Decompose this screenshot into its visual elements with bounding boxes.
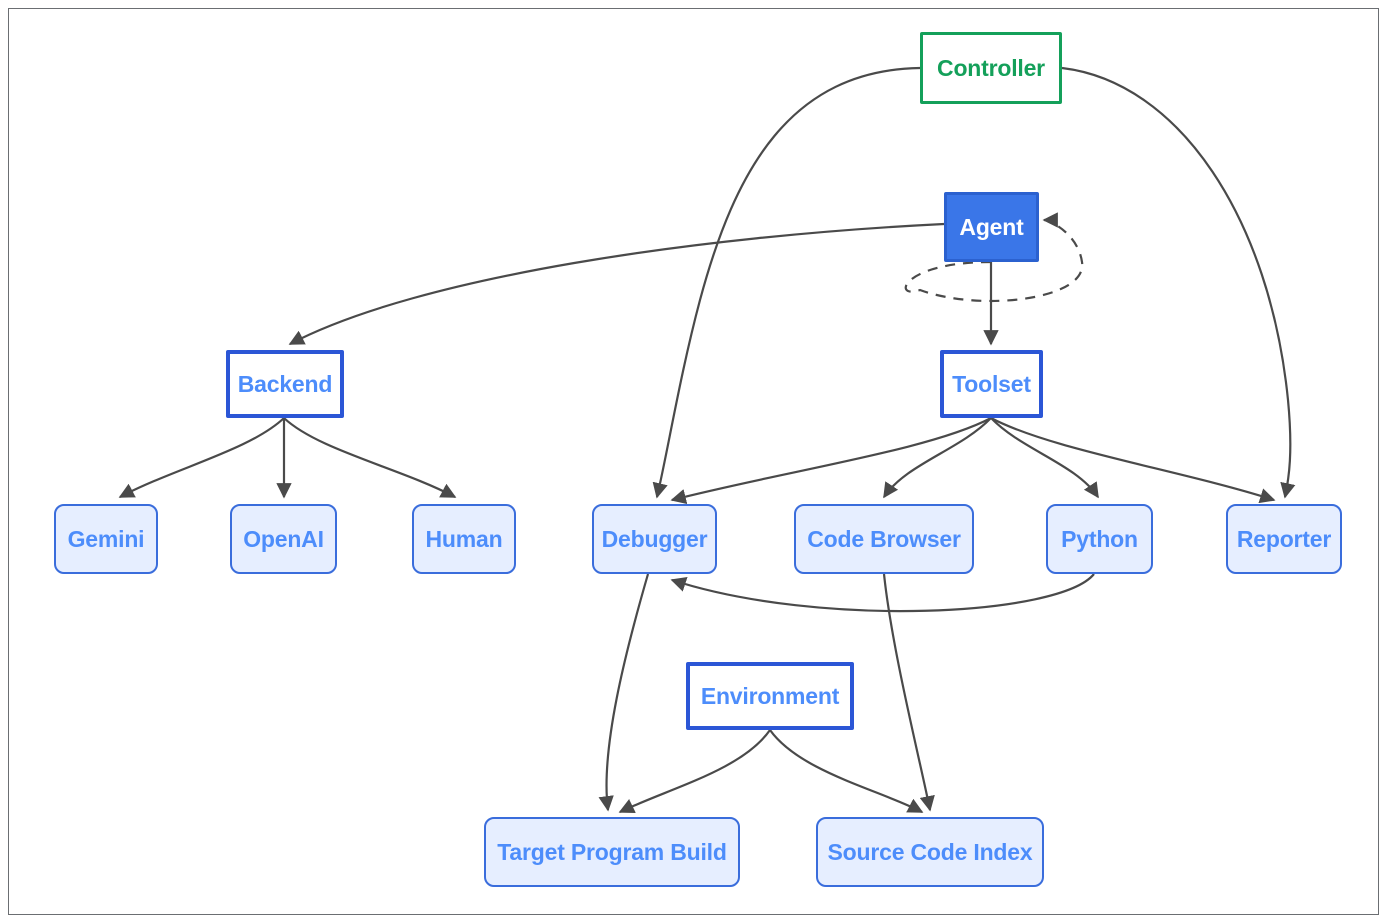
edge-python-debugger — [670, 573, 1095, 613]
edge-controller-reporter — [1061, 66, 1296, 499]
edge-environment-targetprogrambuild — [618, 729, 771, 813]
node-toolset-label: Toolset — [952, 370, 1031, 397]
node-gemini-label: Gemini — [67, 525, 145, 552]
node-toolset[interactable]: Toolset — [940, 350, 1043, 418]
node-gemini[interactable]: Gemini — [54, 504, 158, 574]
edge-environment-sourcecodeindex — [769, 729, 924, 813]
node-reporter-label: Reporter — [1236, 525, 1332, 552]
edge-agent-backend — [288, 222, 945, 345]
node-openai-label: OpenAI — [243, 525, 324, 552]
node-code-browser[interactable]: Code Browser — [794, 504, 974, 574]
node-human-label: Human — [425, 525, 503, 552]
node-backend[interactable]: Backend — [226, 350, 344, 418]
node-debugger[interactable]: Debugger — [592, 504, 717, 574]
edge-agent-self-loop — [904, 212, 1084, 303]
edge-toolset-python — [990, 417, 1099, 499]
node-agent-label: Agent — [959, 213, 1024, 240]
node-controller[interactable]: Controller — [920, 32, 1062, 104]
node-debugger-label: Debugger — [601, 525, 708, 552]
node-human[interactable]: Human — [412, 504, 516, 574]
edge-backend-human — [283, 417, 457, 498]
edge-controller-debugger — [652, 66, 921, 499]
node-target-program-build-label: Target Program Build — [497, 838, 727, 865]
edge-toolset-reporter — [990, 417, 1276, 504]
edge-toolset-debugger — [670, 417, 992, 505]
edge-backend-gemini — [118, 417, 285, 498]
node-code-browser-label: Code Browser — [807, 525, 961, 552]
node-environment-label: Environment — [700, 682, 840, 709]
edge-toolset-codebrowser — [883, 417, 992, 499]
edge-codebrowser-sourcecodeindex — [882, 573, 935, 812]
node-source-code-index-label: Source Code Index — [827, 838, 1033, 865]
node-reporter[interactable]: Reporter — [1226, 504, 1342, 574]
node-openai[interactable]: OpenAI — [230, 504, 337, 574]
node-target-program-build[interactable]: Target Program Build — [484, 817, 740, 887]
node-environment[interactable]: Environment — [686, 662, 854, 730]
node-python-label: Python — [1061, 525, 1138, 552]
node-controller-label: Controller — [937, 54, 1045, 81]
node-python[interactable]: Python — [1046, 504, 1153, 574]
node-backend-label: Backend — [237, 370, 333, 397]
node-source-code-index[interactable]: Source Code Index — [816, 817, 1044, 887]
edge-debugger-targetprogrambuild — [598, 573, 650, 812]
node-agent[interactable]: Agent — [944, 192, 1039, 262]
